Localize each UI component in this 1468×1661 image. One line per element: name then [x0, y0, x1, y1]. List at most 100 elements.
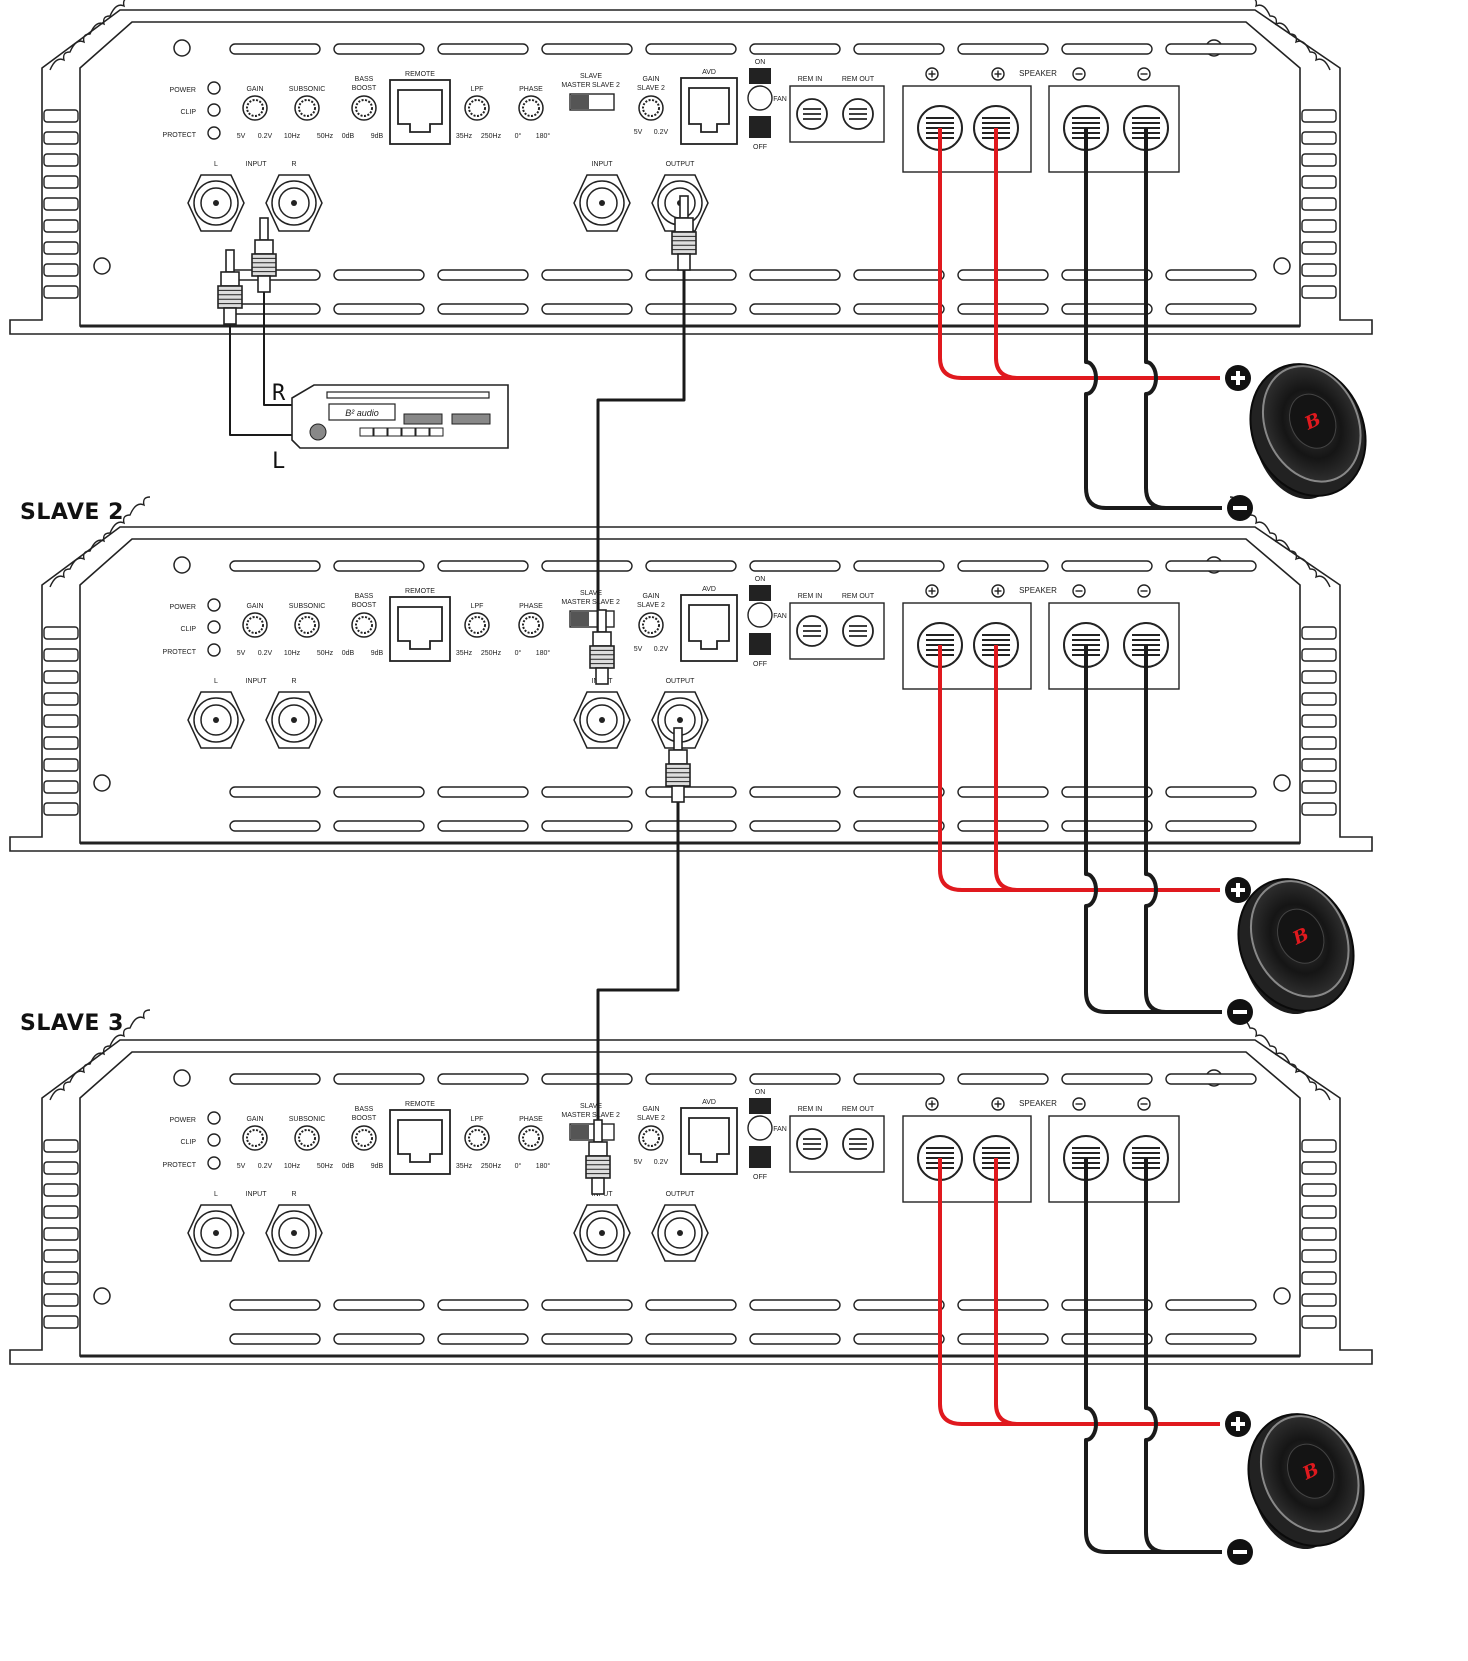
speaker-dustcap	[1277, 908, 1325, 964]
minus-terminal-icon	[1227, 999, 1253, 1025]
panel-label: SLAVE 2	[592, 1112, 620, 1119]
rj-socket	[688, 604, 730, 650]
heatsink-fin	[43, 1293, 79, 1307]
panel-label: BOOST	[352, 1115, 377, 1122]
vent-slot	[853, 1333, 945, 1345]
led-label-power: POWER	[170, 87, 196, 94]
plug-collar	[254, 239, 274, 255]
vent-slot	[957, 820, 1049, 832]
speaker-label: SPEAKER	[1019, 586, 1057, 595]
led-label-clip: CLIP	[180, 109, 196, 116]
heatsink-fin	[1301, 692, 1337, 706]
panel-label: SLAVE 2	[637, 1115, 665, 1122]
slave-switch-label: SLAVE	[580, 590, 602, 597]
preset-button	[429, 427, 444, 437]
rem-out-label: REM OUT	[842, 76, 875, 83]
led-label-protect: PROTECT	[163, 649, 197, 656]
heatsink-fin	[43, 802, 79, 816]
heatsink-fin	[1301, 1293, 1337, 1307]
remote-label: REMOTE	[405, 1101, 435, 1108]
lpf-label: LPF	[471, 603, 484, 610]
heatsink-fin	[1301, 648, 1337, 662]
plug-tip	[225, 249, 235, 273]
switch-thumb	[571, 612, 589, 626]
minus-h	[1233, 1010, 1247, 1014]
heatsink-fin	[1301, 1271, 1337, 1285]
panel-label: 180°	[536, 649, 551, 657]
negative-wire	[1144, 645, 1167, 1014]
plus-terminal-icon	[1225, 1411, 1251, 1437]
vent-slot	[437, 1333, 529, 1345]
plug-boot	[257, 275, 271, 293]
knob-grip	[468, 616, 486, 634]
vent-slot	[853, 786, 945, 798]
vent-slot	[229, 1073, 321, 1085]
heatsink-fin	[1301, 736, 1337, 750]
panel-label: 50Hz	[317, 133, 334, 140]
phase-label: PHASE	[519, 1116, 543, 1123]
fan-on-label: ON	[755, 1089, 766, 1096]
heatsink-fin	[43, 263, 79, 277]
vent-slot	[749, 43, 841, 55]
heatsink-fin	[43, 736, 79, 750]
vent-slot	[1061, 560, 1153, 572]
fan-switch-on	[749, 1098, 771, 1114]
panel-label: 5V	[634, 646, 643, 653]
rca-plug-output-2	[665, 727, 691, 803]
rca-jack-pin	[213, 200, 219, 206]
positive-wire	[938, 1158, 1220, 1426]
panel-label: 35Hz	[456, 650, 473, 657]
preset-button	[401, 427, 416, 437]
heatsink-fin	[43, 175, 79, 189]
panel-label: 9dB	[371, 650, 384, 657]
panel-label: 250Hz	[481, 133, 502, 140]
rj-port	[680, 77, 738, 145]
corner-fins	[49, 496, 151, 588]
screw	[93, 774, 111, 792]
plug-collar	[220, 271, 240, 287]
panel-label: 250Hz	[481, 650, 502, 657]
vent-slot	[645, 786, 737, 798]
vent-slot	[229, 1333, 321, 1345]
minus-terminal-icon	[1227, 1539, 1253, 1565]
panel-label: SLAVE 2	[637, 85, 665, 92]
vent-slot	[437, 1299, 529, 1311]
preset-button	[373, 427, 388, 437]
wire-label-r: R	[272, 381, 286, 406]
rem-out-label: REM OUT	[842, 593, 875, 600]
brand-logo: B² audio	[345, 408, 379, 418]
vent-slot	[645, 43, 737, 55]
knob-grip	[642, 1129, 660, 1147]
vent-slot	[957, 303, 1049, 315]
heatsink-fin	[43, 109, 79, 123]
bass-boost-label: BASS	[355, 593, 374, 600]
plug-grip	[585, 1155, 611, 1179]
knob-grip	[246, 99, 264, 117]
panel-label: 50Hz	[317, 650, 334, 657]
avd-label: AVD	[702, 1099, 716, 1106]
status-led	[207, 81, 221, 95]
vent-slot	[333, 786, 425, 798]
input-r-label: R	[291, 161, 296, 168]
remote-label: REMOTE	[405, 71, 435, 78]
remote-label: REMOTE	[405, 588, 435, 595]
heatsink-fin	[1301, 153, 1337, 167]
rca-jack-pin	[213, 1230, 219, 1236]
screw	[1273, 1287, 1291, 1305]
heatsink-fin	[43, 1161, 79, 1175]
fan-switch-on	[749, 585, 771, 601]
heatsink-fin	[43, 714, 79, 728]
heatsink-fin	[43, 1249, 79, 1263]
plus-v	[1236, 883, 1240, 897]
knob-grip	[522, 1129, 540, 1147]
subsonic-label: SUBSONIC	[289, 86, 326, 93]
input-r-label: R	[291, 1191, 296, 1198]
vent-slot	[333, 1299, 425, 1311]
panel-label: 50Hz	[317, 1163, 334, 1170]
heatsink-fin	[1301, 197, 1337, 211]
fan-off-label: OFF	[753, 661, 767, 668]
fan-indicator	[747, 602, 773, 628]
heatsink-fin	[43, 1315, 79, 1329]
panel-label: 10Hz	[284, 1163, 301, 1170]
